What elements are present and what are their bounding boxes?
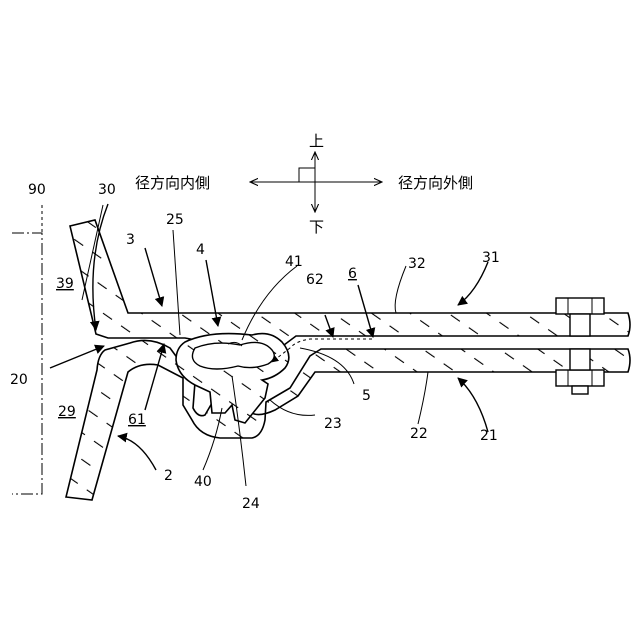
label-3: 3 [126,232,135,248]
label-21: 21 [480,428,498,444]
lower-member-2 [66,340,630,500]
label-22: 22 [410,426,428,442]
label-39: 39 [56,276,74,292]
seal-cavity-40 [192,342,274,369]
bolt-fastener [556,298,604,394]
right-angle-mark [299,168,315,182]
label-31: 31 [482,250,500,266]
arrow-31 [458,262,488,305]
label-2: 2 [164,468,173,484]
arrow-2 [118,436,156,470]
body-outline-90 [12,205,42,494]
bolt-thread-end [572,386,588,394]
upper-member-3 [70,220,630,348]
arrow-20 [50,346,104,368]
label-radial-inner: 径方向内側 [135,174,210,192]
label-29: 29 [58,404,76,420]
label-32: 32 [408,256,426,272]
label-radial-outer: 径方向外側 [398,174,473,192]
bolt-head [556,298,604,314]
label-90: 90 [28,182,46,198]
label-up: 上 [309,132,324,150]
label-4: 4 [196,242,205,258]
label-62: 62 [306,272,324,288]
bolt-nut [556,370,604,386]
bolt-shank-bottom [570,349,590,370]
label-30: 30 [98,182,116,198]
label-6: 6 [348,266,357,282]
arrow-3 [145,248,162,306]
direction-indicator: 上 下 径方向内側 径方向外側 [135,132,473,236]
label-23: 23 [324,416,342,432]
label-20: 20 [10,372,28,388]
label-61: 61 [128,412,146,428]
label-25: 25 [166,212,184,228]
label-41: 41 [285,254,303,270]
label-40: 40 [194,474,212,490]
bolt-shank-top [570,314,590,336]
arrow-21 [458,378,488,432]
label-5: 5 [362,388,371,404]
label-down: 下 [309,218,324,236]
label-24: 24 [242,496,260,512]
